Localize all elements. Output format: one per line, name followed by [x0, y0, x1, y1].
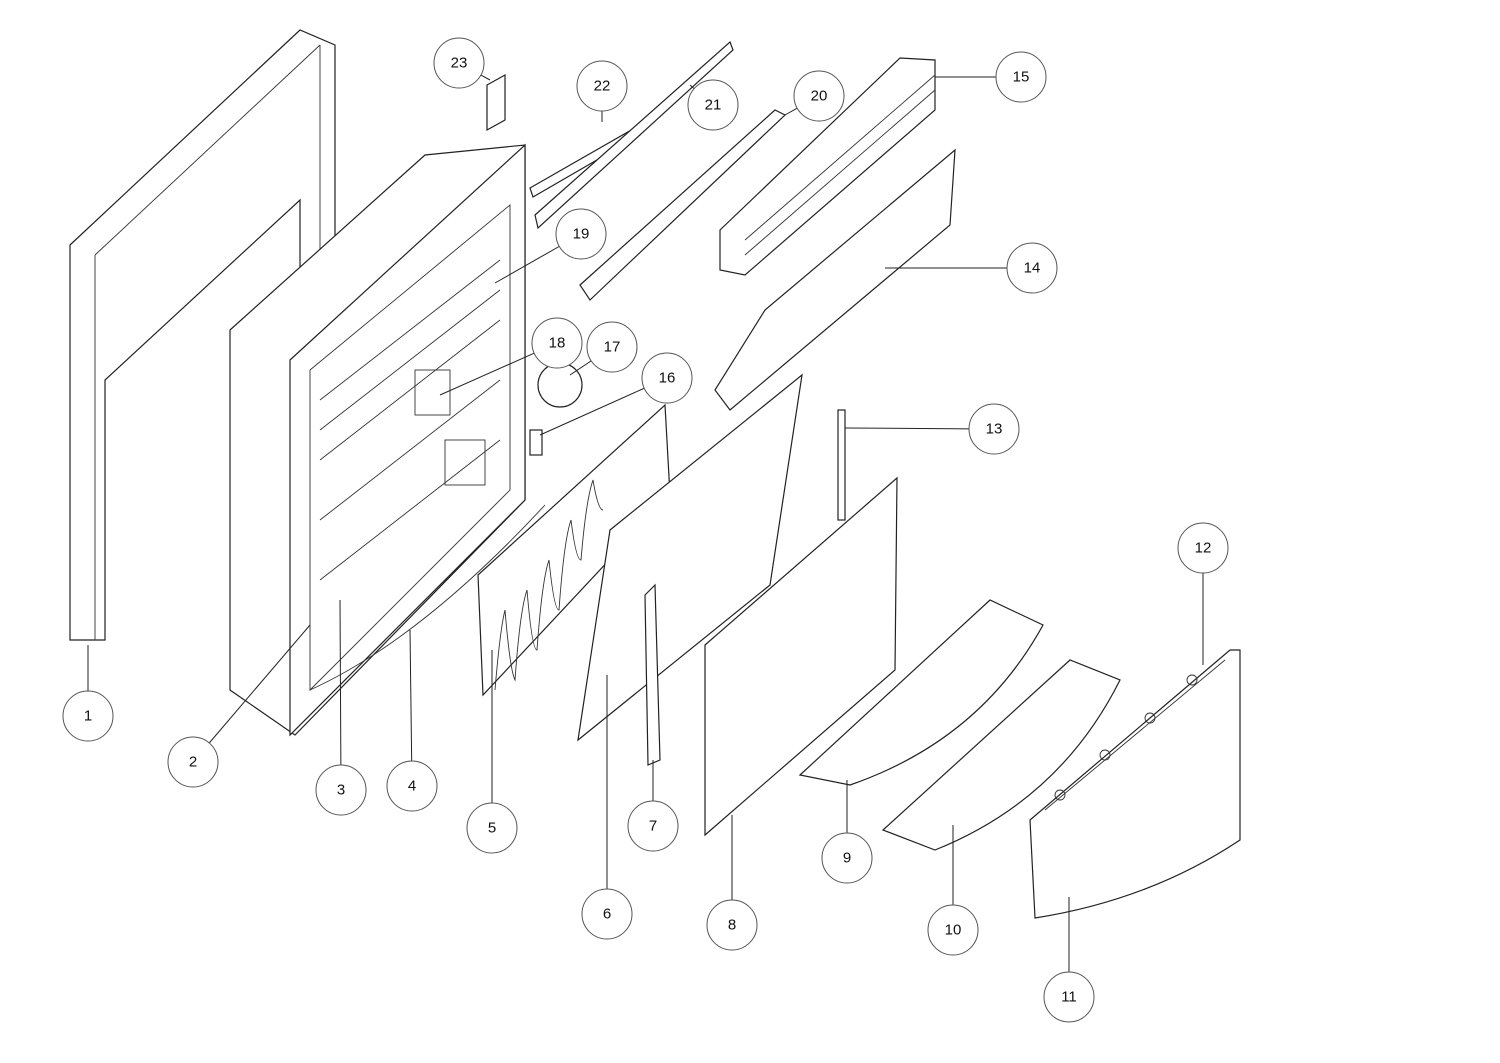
- leader-line-20: [784, 107, 798, 116]
- callout-label: 8: [728, 917, 736, 934]
- callout-label: 20: [811, 88, 828, 105]
- callout-18: 18: [531, 317, 583, 369]
- callout-label: 5: [488, 820, 496, 837]
- callout-circle: [968, 403, 1020, 455]
- leader-line-2: [208, 624, 311, 744]
- leader-line-23: [480, 74, 491, 81]
- callout-circle: [167, 736, 219, 788]
- callout-label: 6: [603, 906, 611, 923]
- leader-line-4: [409, 629, 413, 762]
- callout-circle: [576, 60, 628, 112]
- callout-19: 19: [555, 208, 607, 260]
- callout-7: 7: [627, 800, 679, 852]
- callout-circle: [466, 802, 518, 854]
- callout-circle: [627, 800, 679, 852]
- leader-line-3: [339, 599, 342, 766]
- callout-label: 11: [1061, 989, 1077, 1006]
- callout-14: 14: [1006, 242, 1058, 294]
- callout-circle: [995, 51, 1047, 103]
- callout-3: 3: [315, 764, 367, 816]
- callout-22: 22: [576, 60, 628, 112]
- callout-12: 12: [1177, 522, 1229, 574]
- callout-circle: [687, 79, 739, 131]
- callout-circle: [581, 888, 633, 940]
- callout-circle: [531, 317, 583, 369]
- leader-line-13: [844, 427, 970, 430]
- callout-9: 9: [821, 832, 873, 884]
- callout-1: 1: [62, 690, 114, 742]
- callout-label: 17: [604, 339, 621, 356]
- leader-lines: [87, 74, 1204, 972]
- part-fret: [1029, 649, 1241, 919]
- callout-23: 23: [433, 37, 485, 89]
- callout-label: 15: [1013, 69, 1030, 86]
- callout-label: 3: [337, 782, 345, 799]
- part-ember-bed-10: [881, 659, 1121, 851]
- part-strip-13: [837, 409, 846, 521]
- callout-6: 6: [581, 888, 633, 940]
- leader-line-18: [439, 352, 535, 396]
- callout-circle: [641, 352, 693, 404]
- callout-16: 16: [641, 352, 693, 404]
- callout-label: 23: [451, 55, 468, 72]
- callout-circle: [315, 764, 367, 816]
- callout-circle: [433, 37, 485, 89]
- callout-circle: [706, 899, 758, 951]
- part-switch: [529, 429, 543, 456]
- leader-line-16: [539, 387, 645, 436]
- callout-label: 1: [84, 708, 92, 725]
- callout-label: 2: [189, 754, 197, 771]
- part-motor: [537, 362, 583, 408]
- part-panel-8: [704, 476, 898, 837]
- callout-20: 20: [793, 70, 845, 122]
- callout-label: 22: [594, 78, 611, 95]
- part-terminal-block: [486, 73, 506, 132]
- part-firebox-body: [229, 143, 546, 737]
- part-glass-6: [577, 373, 803, 742]
- part-rail-21: [534, 40, 734, 230]
- leader-line-19: [494, 245, 560, 284]
- callout-label: 7: [649, 818, 657, 835]
- callout-17: 17: [586, 321, 638, 373]
- callout-circle: [793, 70, 845, 122]
- callout-label: 13: [986, 421, 1003, 438]
- part-ember-bed-9: [798, 599, 1044, 786]
- callout-circle: [62, 690, 114, 742]
- callout-10: 10: [927, 904, 979, 956]
- part-reflector: [714, 148, 956, 411]
- callout-label: 10: [945, 922, 962, 939]
- callout-label: 18: [549, 335, 566, 352]
- callout-label: 14: [1024, 260, 1041, 277]
- callout-15: 15: [995, 51, 1047, 103]
- callout-label: 9: [843, 850, 851, 867]
- callout-4: 4: [386, 760, 438, 812]
- callout-circle: [586, 321, 638, 373]
- part-strip-7: [644, 583, 661, 766]
- callout-label: 4: [408, 778, 416, 795]
- part-top-housing: [719, 57, 936, 276]
- callout-label: 21: [705, 97, 722, 114]
- leader-line-17: [569, 360, 592, 376]
- callout-label: 12: [1195, 540, 1212, 557]
- callout-circle: [1043, 971, 1095, 1023]
- callout-21: 21: [687, 79, 739, 131]
- callout-circle: [555, 208, 607, 260]
- callout-circle: [1006, 242, 1058, 294]
- callout-circle: [821, 832, 873, 884]
- callout-label: 16: [659, 370, 676, 387]
- callout-8: 8: [706, 899, 758, 951]
- callout-2: 2: [167, 736, 219, 788]
- callout-label: 19: [573, 226, 590, 243]
- callout-13: 13: [968, 403, 1020, 455]
- leader-line-21: [689, 84, 695, 89]
- callout-circle: [1177, 522, 1229, 574]
- callout-circle: [927, 904, 979, 956]
- callout-5: 5: [466, 802, 518, 854]
- callout-11: 11: [1043, 971, 1095, 1023]
- callout-circle: [386, 760, 438, 812]
